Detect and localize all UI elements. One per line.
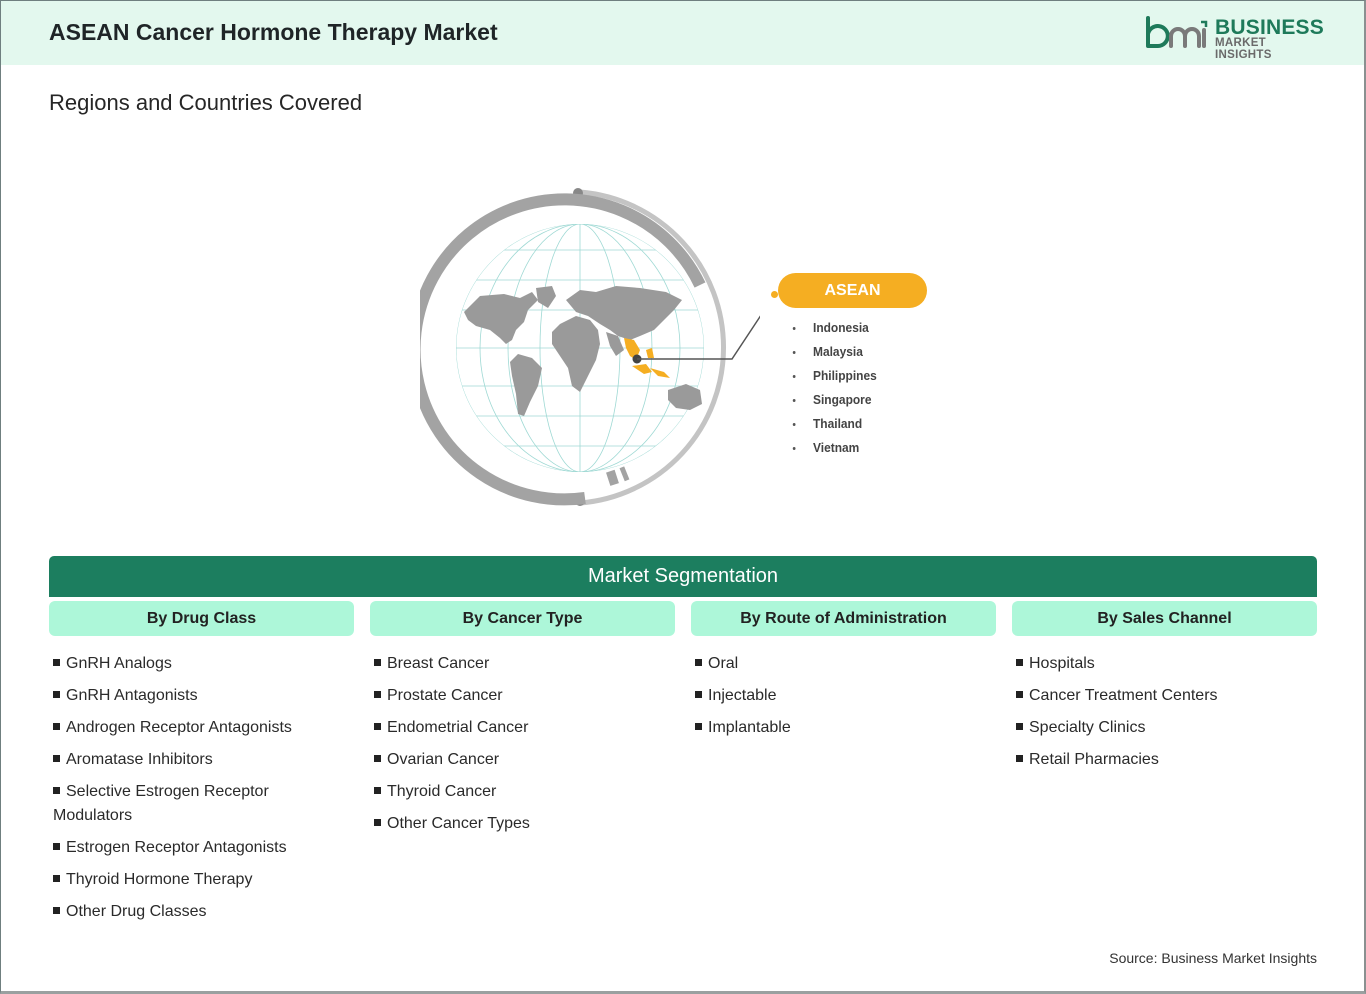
square-bullet-icon (53, 787, 60, 794)
bmi-logo: BUSINESS MARKET INSIGHTS (1145, 16, 1324, 61)
world-map-landmass (464, 286, 702, 416)
region-badge-asean: ASEAN (778, 273, 927, 308)
list-item: Breast Cancer (370, 652, 670, 676)
square-bullet-icon (53, 659, 60, 666)
list-item: Thyroid Cancer (370, 780, 670, 804)
bullet-icon (792, 423, 796, 426)
cancer-type-list: Breast Cancer Prostate Cancer Endometria… (370, 652, 670, 844)
list-item: Retail Pharmacies (1012, 748, 1312, 772)
route-list: Oral Injectable Implantable (691, 652, 991, 748)
source-note: Source: Business Market Insights (1109, 950, 1317, 966)
country-item: Philippines (790, 368, 877, 392)
logo-text-business: BUSINESS (1215, 16, 1324, 39)
list-item: Hospitals (1012, 652, 1312, 676)
square-bullet-icon (695, 723, 702, 730)
square-bullet-icon (53, 691, 60, 698)
list-item: Other Cancer Types (370, 812, 670, 836)
list-item: GnRH Analogs (49, 652, 339, 676)
country-item: Thailand (790, 416, 877, 440)
list-item: Thyroid Hormone Therapy (49, 868, 339, 892)
square-bullet-icon (1016, 755, 1023, 762)
square-bullet-icon (374, 787, 381, 794)
list-item: Cancer Treatment Centers (1012, 684, 1312, 708)
square-bullet-icon (374, 659, 381, 666)
logo-text-market-insights: MARKET INSIGHTS (1215, 37, 1272, 61)
sales-channel-list: Hospitals Cancer Treatment Centers Speci… (1012, 652, 1312, 780)
bullet-icon (792, 447, 796, 450)
header-bar (1, 1, 1364, 65)
regions-subtitle: Regions and Countries Covered (49, 90, 363, 115)
bullet-icon (792, 399, 796, 402)
globe-icon (408, 188, 776, 506)
segment-heading-route: By Route of Administration (691, 601, 996, 636)
square-bullet-icon (374, 755, 381, 762)
square-bullet-icon (53, 907, 60, 914)
square-bullet-icon (374, 819, 381, 826)
list-item: Selective Estrogen Receptor Modulators (53, 783, 269, 824)
bullet-icon (792, 351, 796, 354)
list-item: Endometrial Cancer (370, 716, 670, 740)
square-bullet-icon (695, 691, 702, 698)
segment-heading-sales-channel: By Sales Channel (1012, 601, 1317, 636)
square-bullet-icon (695, 659, 702, 666)
country-item: Vietnam (790, 440, 877, 464)
list-item: Ovarian Cancer (370, 748, 670, 772)
bullet-icon (792, 375, 796, 378)
square-bullet-icon (53, 875, 60, 882)
country-list: Indonesia Malaysia Philippines Singapore… (790, 320, 884, 464)
country-item: Singapore (790, 392, 877, 416)
square-bullet-icon (53, 843, 60, 850)
list-item: Prostate Cancer (370, 684, 670, 708)
list-item: Injectable (691, 684, 991, 708)
connector-dot (771, 291, 778, 298)
square-bullet-icon (1016, 691, 1023, 698)
country-item: Indonesia (790, 320, 877, 344)
list-item: Aromatase Inhibitors (49, 748, 339, 772)
list-item: Specialty Clinics (1012, 716, 1312, 740)
square-bullet-icon (1016, 659, 1023, 666)
list-item: GnRH Antagonists (49, 684, 339, 708)
list-item: Androgen Receptor Antagonists (49, 716, 339, 740)
list-item: Implantable (691, 716, 991, 740)
market-segmentation-title: Market Segmentation (49, 556, 1317, 597)
world-globe-graphic (408, 180, 776, 520)
list-item: Other Drug Classes (49, 900, 339, 924)
country-item: Malaysia (790, 344, 877, 368)
bullet-icon (792, 327, 796, 330)
segment-heading-drug-class: By Drug Class (49, 601, 354, 636)
drug-class-list: GnRH Analogs GnRH Antagonists Androgen R… (49, 652, 339, 932)
asean-highlight (624, 338, 670, 378)
square-bullet-icon (374, 723, 381, 730)
segment-heading-cancer-type: By Cancer Type (370, 601, 675, 636)
square-bullet-icon (1016, 723, 1023, 730)
list-item: Oral (691, 652, 991, 676)
square-bullet-icon (53, 755, 60, 762)
page-title: ASEAN Cancer Hormone Therapy Market (49, 19, 498, 45)
list-item: Estrogen Receptor Antagonists (49, 836, 339, 860)
bmi-logo-mark-icon (1146, 16, 1208, 48)
square-bullet-icon (53, 723, 60, 730)
square-bullet-icon (374, 691, 381, 698)
